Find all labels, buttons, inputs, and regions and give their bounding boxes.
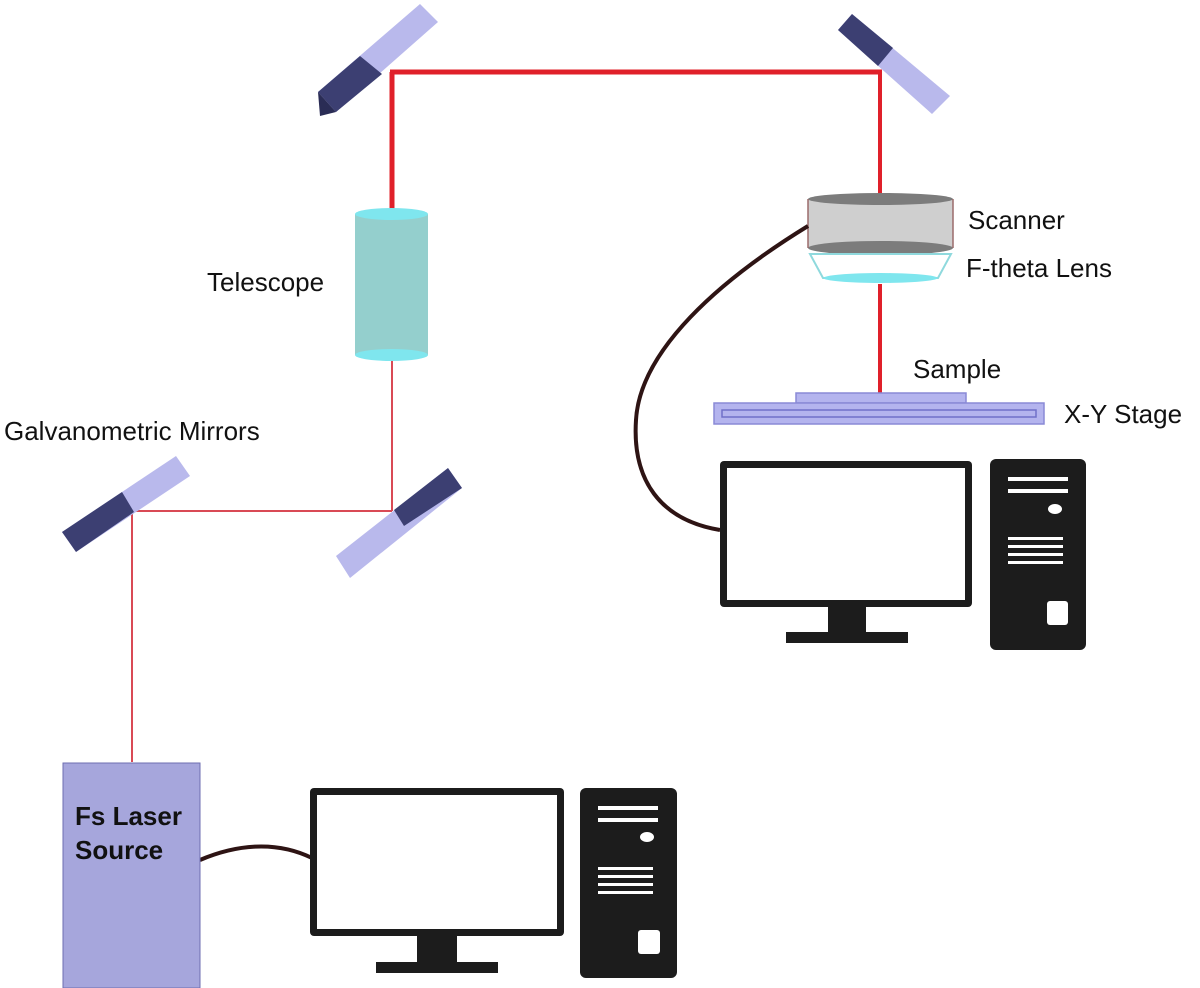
scanner-label: Scanner [968,205,1065,235]
mirror-top-right [838,14,950,114]
beam-path [131,69,882,762]
f-theta-lens [808,253,953,283]
tower-bottom [580,788,677,978]
computer-laser-control [310,788,677,978]
laser-label-line1: Fs Laser [75,801,182,831]
fs-laser-source: Fs Laser Source [62,762,201,988]
monitor-bottom [310,788,564,973]
xy-stage [713,402,1045,425]
monitor-top [720,461,972,643]
computer-scanner-control [720,459,1086,650]
telescope-label: Telescope [207,267,324,297]
xy-stage-inner-rail [721,409,1037,418]
stage-label: X-Y Stage [1064,399,1182,429]
sample [795,392,967,404]
sample-label: Sample [913,354,1001,384]
cable-scanner-to-computer [633,224,810,532]
telescope [355,208,428,361]
mirror-galvo-right [336,468,462,578]
galvo-label: Galvanometric Mirrors [4,416,260,446]
scanner [807,193,954,255]
mirror-top-left [318,4,438,116]
cable-laser-to-computer [199,844,313,862]
tower-top [990,459,1086,650]
mirror-galvo-left [62,456,190,552]
laser-label-line2: Source [75,835,163,865]
f-theta-label: F-theta Lens [966,253,1112,283]
